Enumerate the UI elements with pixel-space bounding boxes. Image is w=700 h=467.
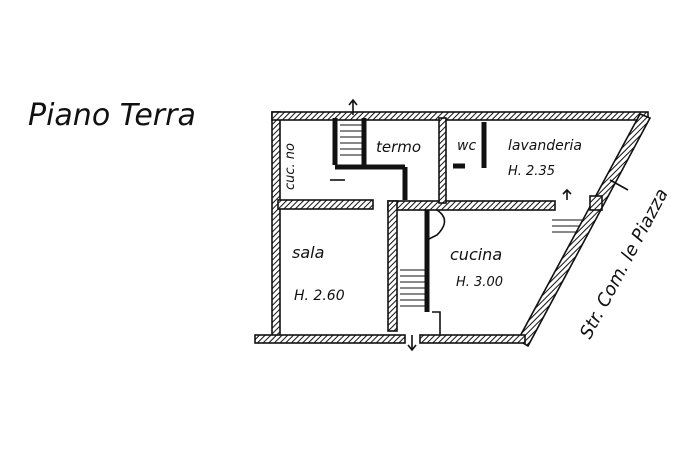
room-label-lavanderia: lavanderia: [508, 138, 582, 154]
room-height-sala: H. 2.60: [294, 288, 345, 304]
room-label-wc: wc: [457, 138, 476, 154]
room-label-termo: termo: [376, 138, 421, 156]
room-label-cucina: cucina: [450, 245, 502, 264]
stairs: [330, 98, 582, 352]
outer-walls: [254, 111, 652, 348]
room-label-sala: sala: [292, 243, 324, 262]
room-label-cucinotto: cuc. no: [283, 143, 298, 190]
plan-title: Piano Terra: [28, 98, 196, 133]
room-height-lavanderia: H. 2.35: [508, 164, 555, 179]
interior-walls: [277, 117, 603, 332]
room-height-cucina: H. 3.00: [456, 275, 503, 290]
